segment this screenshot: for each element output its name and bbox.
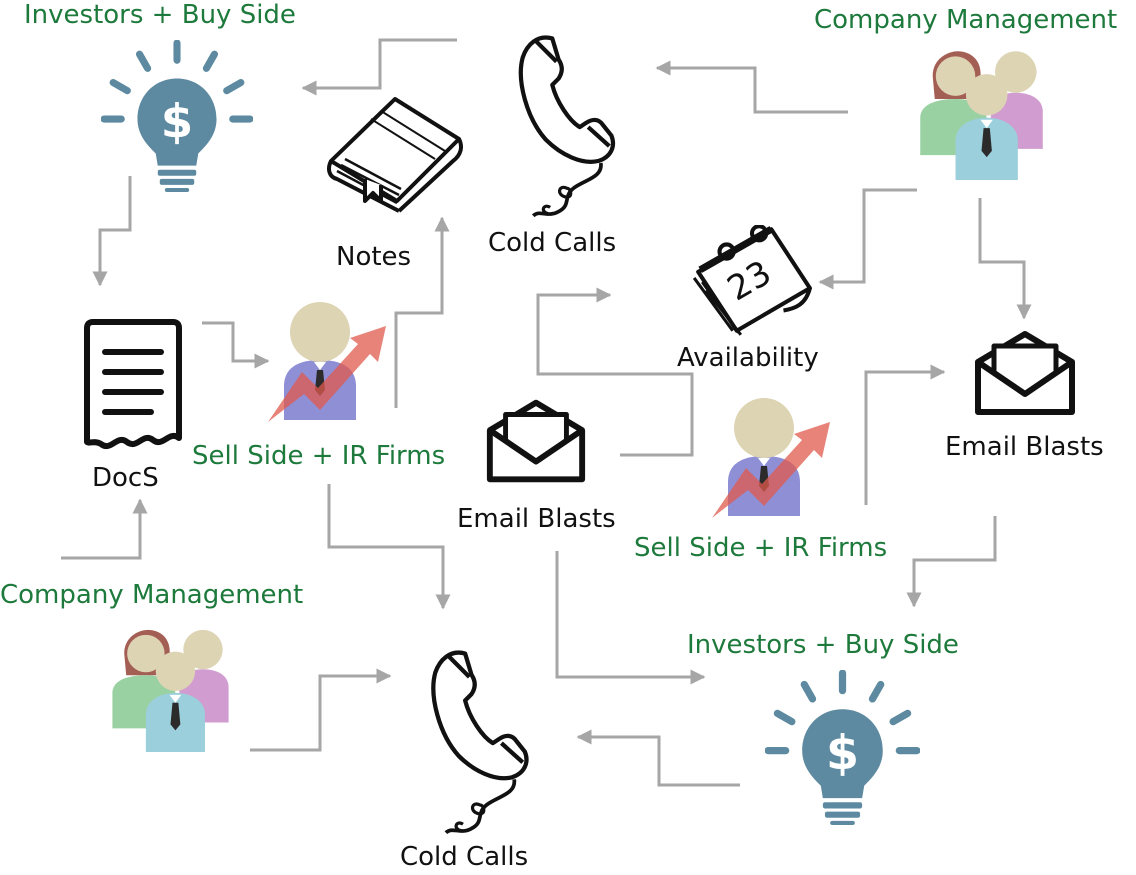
label-docs: DocS	[92, 463, 159, 493]
label-sell-center: Sell Side + IR Firms	[634, 533, 888, 563]
arrow-company-to-email-right	[978, 198, 1032, 320]
arrow-investors-bottom-to-cold-calls-bottom	[576, 729, 740, 787]
label-notes: Notes	[336, 242, 412, 272]
label-company-top: Company Management	[814, 5, 1118, 35]
arrow-company-to-cold-calls-top	[655, 60, 848, 114]
people-group-icon	[112, 629, 229, 752]
envelope-icon	[490, 403, 582, 480]
arrow-sell-left-to-notes	[394, 216, 450, 408]
arrow-email-center-to-availability	[536, 287, 694, 457]
label-email-center: Email Blasts	[457, 504, 616, 534]
arrow-company-bottom-to-cold-calls-bottom	[250, 668, 392, 752]
arrow-cold-calls-top-to-investors	[301, 38, 457, 96]
label-cold-calls-bottom: Cold Calls	[400, 842, 529, 872]
arrow-investors-to-docs	[92, 176, 132, 287]
arrow-sell-left-to-cold-calls-bottom	[327, 484, 451, 610]
person-growth-icon	[712, 398, 830, 518]
arrow-email-right-to-investors-bottom	[906, 516, 997, 608]
label-availability: Availability	[677, 343, 819, 373]
label-cold-calls-top: Cold Calls	[488, 228, 617, 258]
telephone-handset-icon	[521, 37, 613, 215]
document-icon	[87, 322, 179, 446]
book-icon	[329, 99, 461, 211]
arrow-docs-to-sell-left	[202, 321, 270, 369]
connector-arrows	[61, 38, 1032, 787]
label-company-bottom: Company Management	[0, 580, 304, 610]
arrow-company-bottom-to-docs	[61, 498, 148, 560]
label-investors-bottom: Investors + Buy Side	[687, 630, 959, 660]
arrow-company-to-availability	[818, 188, 917, 290]
envelope-icon	[978, 334, 1072, 412]
person-growth-icon	[268, 302, 386, 422]
arrow-sell-center-to-email-right	[864, 364, 946, 505]
arrow-email-center-to-investors-bottom	[555, 551, 706, 685]
label-investors-top: Investors + Buy Side	[24, 0, 296, 30]
people-group-icon	[920, 51, 1043, 180]
lightbulb-dollar-icon	[768, 673, 917, 825]
label-email-right: Email Blasts	[945, 432, 1104, 462]
lightbulb-dollar-icon	[104, 43, 250, 192]
label-sell-left: Sell Side + IR Firms	[192, 441, 446, 471]
telephone-handset-icon	[433, 653, 526, 833]
